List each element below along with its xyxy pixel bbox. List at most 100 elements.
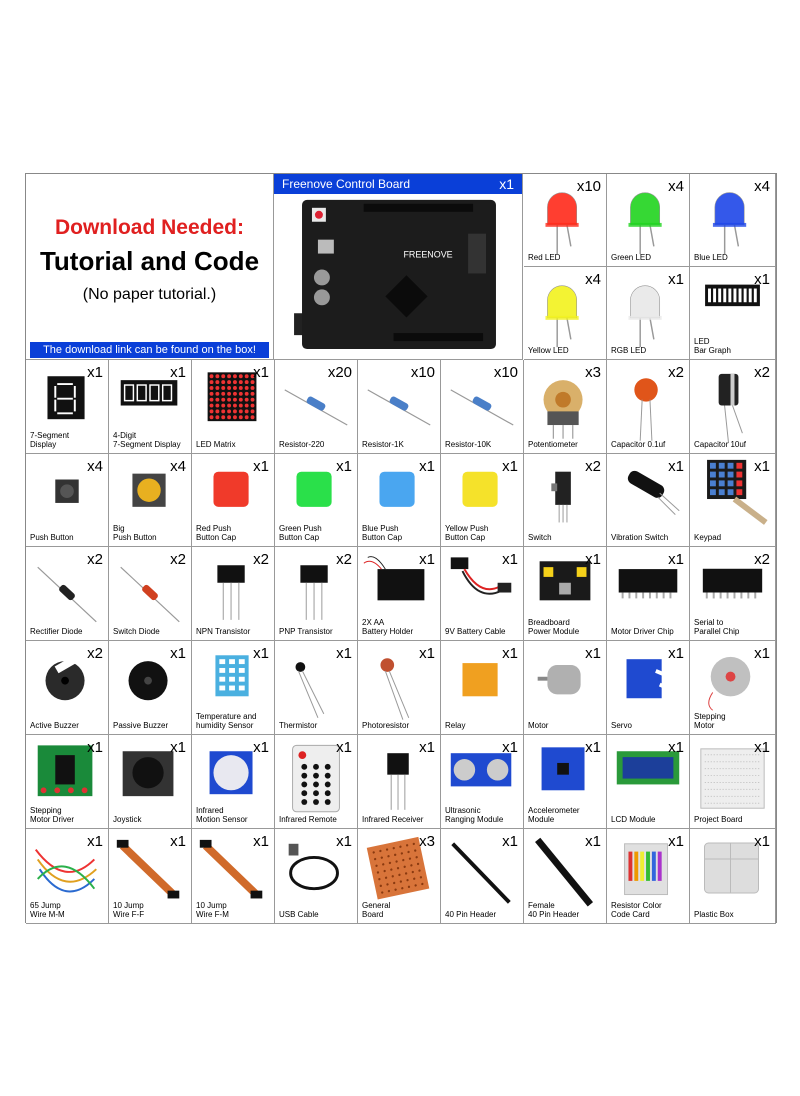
component-label: Blue LED (694, 253, 728, 262)
component-quantity: x1 (668, 645, 684, 662)
ir-receiver-icon (387, 753, 409, 810)
resistor-icon (450, 389, 514, 426)
component-label: Rectifier Diode (30, 627, 83, 636)
component-quantity: x1 (87, 739, 103, 756)
component-label: Infrared Motion Sensor (196, 806, 248, 824)
component-label: Capacitor 10uf (694, 440, 747, 449)
component-quantity: x1 (585, 551, 601, 568)
component-quantity: x1 (585, 645, 601, 662)
ultrasonic-icon (450, 753, 512, 787)
component-label: Red Push Button Cap (196, 524, 237, 542)
resistor-icon (284, 389, 348, 426)
component-label: PNP Transistor (279, 627, 333, 636)
component-label: Servo (611, 721, 632, 730)
component-quantity: x1 (336, 833, 352, 850)
component-quantity: x1 (585, 739, 601, 756)
seven-segment-icon (47, 376, 85, 420)
component-quantity: x1 (754, 739, 770, 756)
download-banner: The download link can be found on the bo… (30, 342, 269, 358)
push-button-icon (55, 479, 79, 503)
button-cap-icon (462, 471, 498, 507)
ceramic-capacitor-icon (634, 378, 658, 441)
component-label: Vibration Switch (611, 533, 669, 542)
component-quantity: x1 (253, 739, 269, 756)
component-quantity: x1 (87, 833, 103, 850)
led-icon (712, 192, 747, 255)
component-quantity: x1 (754, 833, 770, 850)
component-quantity: x1 (502, 458, 518, 475)
component-quantity: x10 (493, 364, 518, 381)
potentiometer-icon (543, 380, 583, 439)
component-quantity: x1 (336, 739, 352, 756)
photoresistor-icon (380, 658, 410, 720)
board-brand: FREENOVE (403, 250, 452, 260)
ribbon-wire-icon (116, 839, 180, 899)
component-quantity: x1 (419, 739, 435, 756)
button-cap-icon (213, 471, 249, 507)
button-cap-icon (296, 471, 332, 507)
pin-header-icon (451, 842, 511, 904)
component-quantity: x4 (87, 458, 103, 475)
component-label: Infrared Receiver (362, 815, 424, 824)
slide-switch-icon (551, 471, 571, 523)
component-label: Photoresistor (362, 721, 410, 730)
component-label: Stepping Motor Driver (30, 806, 75, 824)
component-quantity: x1 (170, 364, 186, 381)
component-quantity: x1 (668, 458, 684, 475)
component-label: 2X AA Battery Holder (362, 618, 414, 636)
download-title: Download Needed: (54, 216, 244, 239)
color-card-icon (624, 843, 669, 896)
component-label: 9V Battery Cable (445, 627, 506, 636)
component-quantity: x3 (585, 364, 601, 381)
component-quantity: x1 (502, 551, 518, 568)
component-quantity: x2 (336, 551, 352, 568)
component-quantity: x4 (170, 458, 186, 475)
thermistor-icon (295, 662, 325, 718)
led-icon (628, 192, 662, 255)
component-label: Relay (445, 721, 466, 730)
component-quantity: x2 (754, 364, 770, 381)
component-label: 10 Jump Wire F-F (113, 901, 145, 919)
component-label: General Board (362, 901, 391, 919)
tutorial-title: Tutorial and Code (39, 246, 260, 276)
component-label: Motor (528, 721, 549, 730)
power-module-icon (539, 561, 591, 601)
component-label: Passive Buzzer (113, 721, 169, 730)
component-quantity: x1 (754, 458, 770, 475)
component-label: NPN Transistor (196, 627, 251, 636)
relay-icon (462, 663, 498, 697)
component-label: Temperature and humidity Sensor (196, 712, 257, 730)
component-label: Switch Diode (113, 627, 160, 636)
component-quantity: x2 (87, 551, 103, 568)
paper-note: (No paper tutorial.) (82, 286, 217, 303)
component-quantity: x1 (336, 645, 352, 662)
component-label: Resistor-1K (362, 440, 404, 449)
component-label: 7-Segment Display (30, 431, 70, 449)
